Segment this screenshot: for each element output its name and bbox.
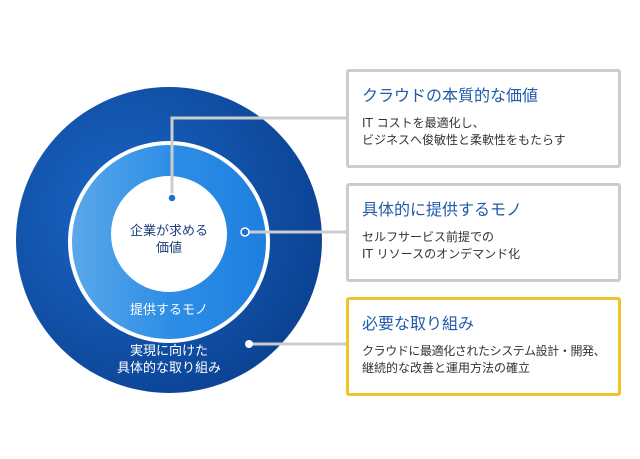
connector-dot-1 [167,193,177,203]
initiative-box-title: 必要な取り組み [362,314,475,333]
initiative-box-line2: 継続的な改善と運用方法の確立 [362,361,531,375]
offering-box: 具体的に提供するモノ セルフサービス前提での IT リソースのオンデマンド化 [346,183,621,282]
value-box: クラウドの本質的な価値 IT コストを最適化し、 ビジネスへ俊敏性と柔軟性をもた… [346,69,621,168]
value-box-line2: ビジネスへ俊敏性と柔軟性をもたらす [362,133,566,147]
initiative-box-line1: クラウドに最適化されたシステム設計・開発、 [362,344,606,358]
inner-label-line2: 価値 [155,241,182,256]
initiative-box: 必要な取り組み クラウドに最適化されたシステム設計・開発、 継続的な改善と運用方… [346,297,621,396]
inner-label-line1: 企業が求める [129,224,208,239]
value-box-line1: IT コストを最適化し、 [362,116,485,130]
outer-circle-label: 実現に向けた 具体的な取り組み [94,343,244,377]
connector-dot-2 [240,227,250,237]
value-box-title: クラウドの本質的な価値 [362,86,539,105]
connector-dot-3 [245,340,253,348]
outer-label-line2: 具体的な取り組み [116,361,221,376]
offering-box-title: 具体的に提供するモノ [362,200,523,219]
offering-box-line2: IT リソースのオンデマンド化 [362,247,521,261]
middle-label-text: 提供するモノ [129,303,208,318]
connector-line-1 [170,116,348,197]
inner-circle [111,176,227,292]
offering-box-line1: セルフサービス前提での [362,230,495,244]
outer-label-line1: 実現に向けた [129,344,208,359]
middle-circle-label: 提供するモノ [109,302,229,319]
inner-circle-label: 企業が求める 価値 [109,223,229,257]
